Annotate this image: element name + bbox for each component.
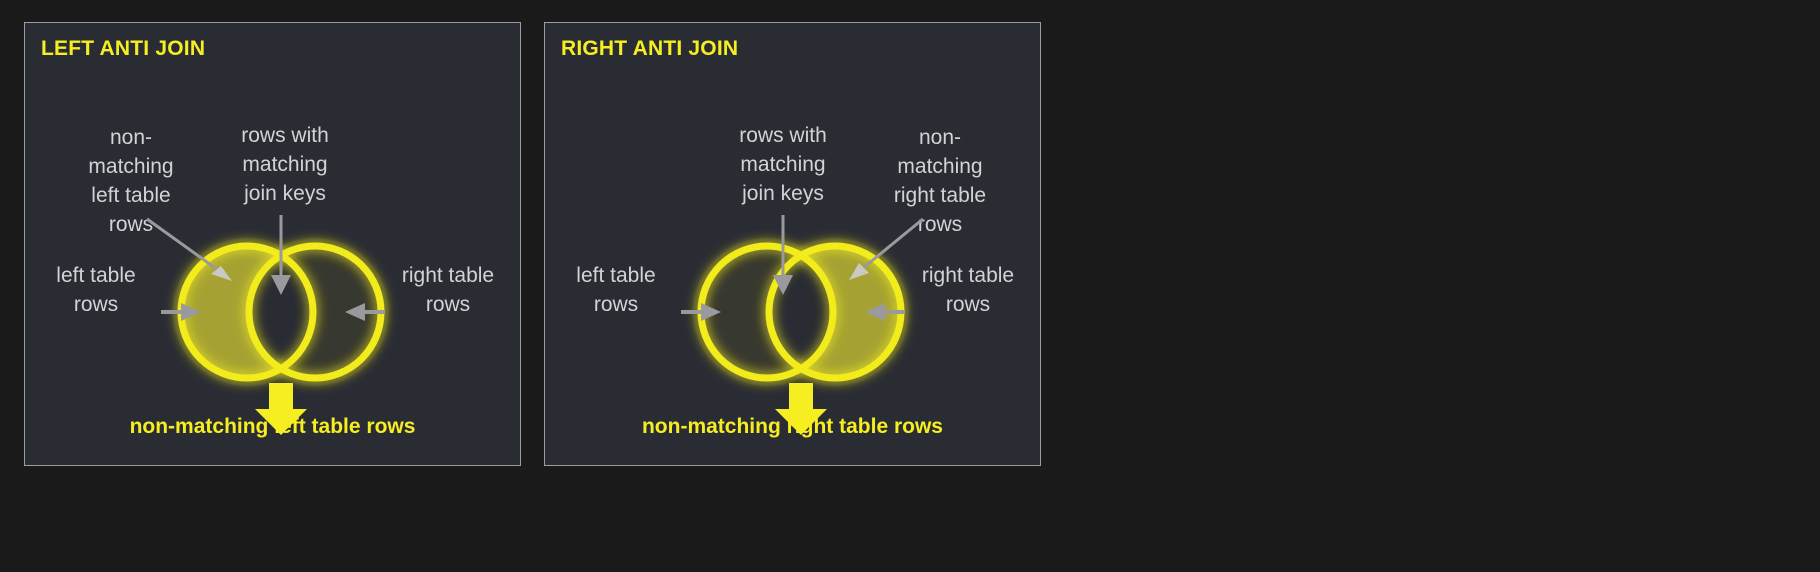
annotation-rows-with-matching-join-keys: rows with matching join keys xyxy=(241,124,329,205)
pointer-left-table-rows xyxy=(161,303,201,321)
panel-title: RIGHT ANTI JOIN xyxy=(561,37,739,60)
pointer-right-crescent xyxy=(849,217,924,280)
pointer-intersection xyxy=(271,215,291,295)
annotation-non-matching-right-table-rows: non- matching right table rows xyxy=(893,126,987,236)
annotation-right-table-rows: right table rows xyxy=(921,264,1015,316)
annotation-left-table-rows: left table rows xyxy=(576,264,656,316)
pointer-left-crescent xyxy=(146,217,232,281)
pointer-right-table-rows xyxy=(345,303,385,321)
pointer-right-table-rows xyxy=(865,303,905,321)
panel-right-anti-join: RIGHT ANTI JOIN rows with matching join … xyxy=(544,22,1041,466)
panel-caption: non-matching left table rows xyxy=(129,415,416,438)
result-arrow-down xyxy=(775,383,827,435)
pointer-intersection xyxy=(773,215,793,295)
venn-diagram-right xyxy=(545,23,1040,465)
annotation-rows-with-matching-join-keys: rows with matching join keys xyxy=(739,124,827,205)
venn-diagram-left xyxy=(25,23,520,465)
annotation-non-matching-left-table-rows: non- matching left table rows xyxy=(88,126,174,236)
panel-title: LEFT ANTI JOIN xyxy=(41,37,206,60)
result-arrow-down xyxy=(255,383,307,435)
annotation-left-table-rows: left table rows xyxy=(56,264,136,316)
panel-caption: non-matching right table rows xyxy=(641,415,943,438)
panel-left-anti-join: LEFT ANTI JOIN non- matching left table … xyxy=(24,22,521,466)
annotation-right-table-rows: right table rows xyxy=(401,264,495,316)
pointer-left-table-rows xyxy=(681,303,721,321)
